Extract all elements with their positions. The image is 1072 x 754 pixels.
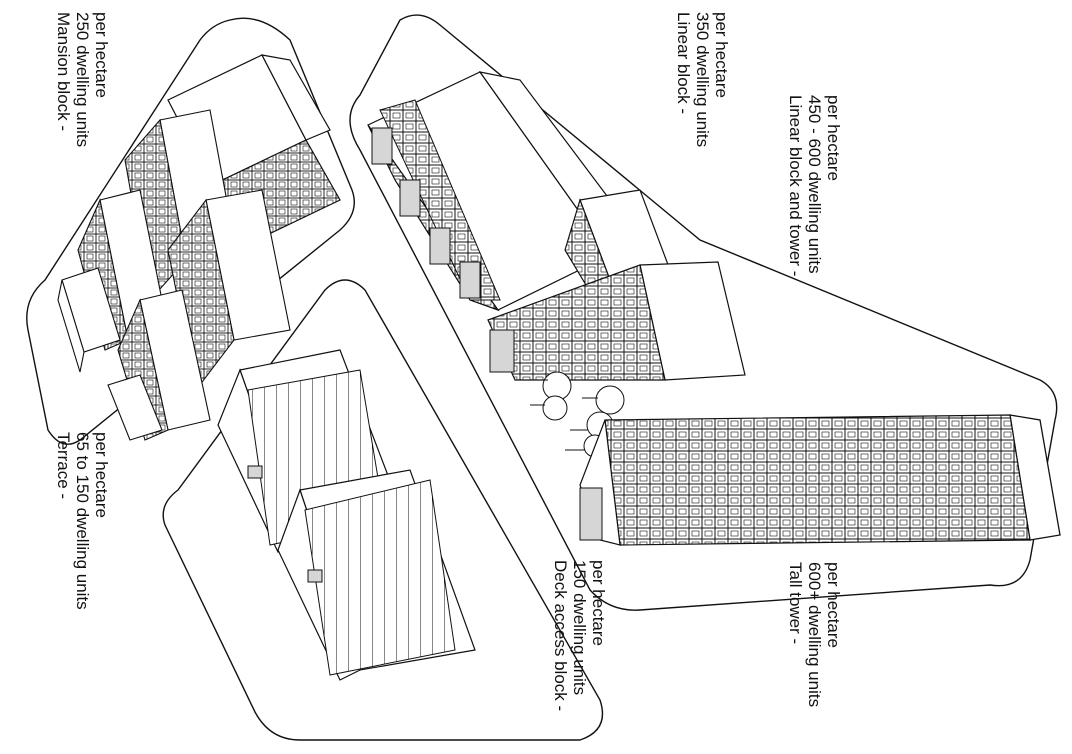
label-linear-unit: per hectare	[712, 12, 731, 98]
label-linear-block: Linear block - 350 dwelling units per he…	[674, 12, 731, 147]
tall-tower-building	[580, 415, 1060, 545]
label-linear-density: 350 dwelling units	[693, 12, 712, 147]
label-tall-tower-unit: per hectare	[824, 562, 843, 648]
label-mansion-block: Mansion block - 250 dwelling units per h…	[54, 12, 111, 147]
label-terrace: Terrace - 65 to 150 dwelling units per h…	[54, 432, 111, 610]
deck-access-block-lower	[278, 470, 475, 680]
label-tall-tower: Tall tower - 600+ dwelling units per hec…	[786, 562, 843, 707]
label-terrace-title: Terrace -	[54, 432, 73, 499]
label-linear-tower-density: 450 - 600 dwelling units	[805, 95, 824, 274]
tree-icon	[530, 396, 567, 420]
label-tall-tower-title: Tall tower -	[786, 562, 805, 644]
label-deck-title: Deck access block -	[551, 560, 570, 711]
label-terrace-unit: per hectare	[92, 432, 111, 518]
label-linear-tower-unit: per hectare	[824, 95, 843, 181]
label-mansion-density: 250 dwelling units	[73, 12, 92, 147]
label-linear-block-and-tower: Linear block and tower - 450 - 600 dwell…	[786, 95, 843, 276]
label-mansion-title: Mansion block -	[54, 12, 73, 131]
label-mansion-unit: per hectare	[92, 12, 111, 98]
label-linear-title: Linear block -	[674, 12, 693, 114]
label-tall-tower-density: 600+ dwelling units	[805, 562, 824, 707]
label-linear-tower-title: Linear block and tower -	[786, 95, 805, 276]
label-deck-access-block: Deck access block - 150 dwelling units p…	[551, 560, 608, 711]
label-deck-unit: per hectare	[589, 560, 608, 646]
label-terrace-density: 65 to 150 dwelling units	[73, 432, 92, 610]
tree-icon	[582, 386, 624, 414]
label-deck-density: 150 dwelling units	[570, 560, 589, 695]
